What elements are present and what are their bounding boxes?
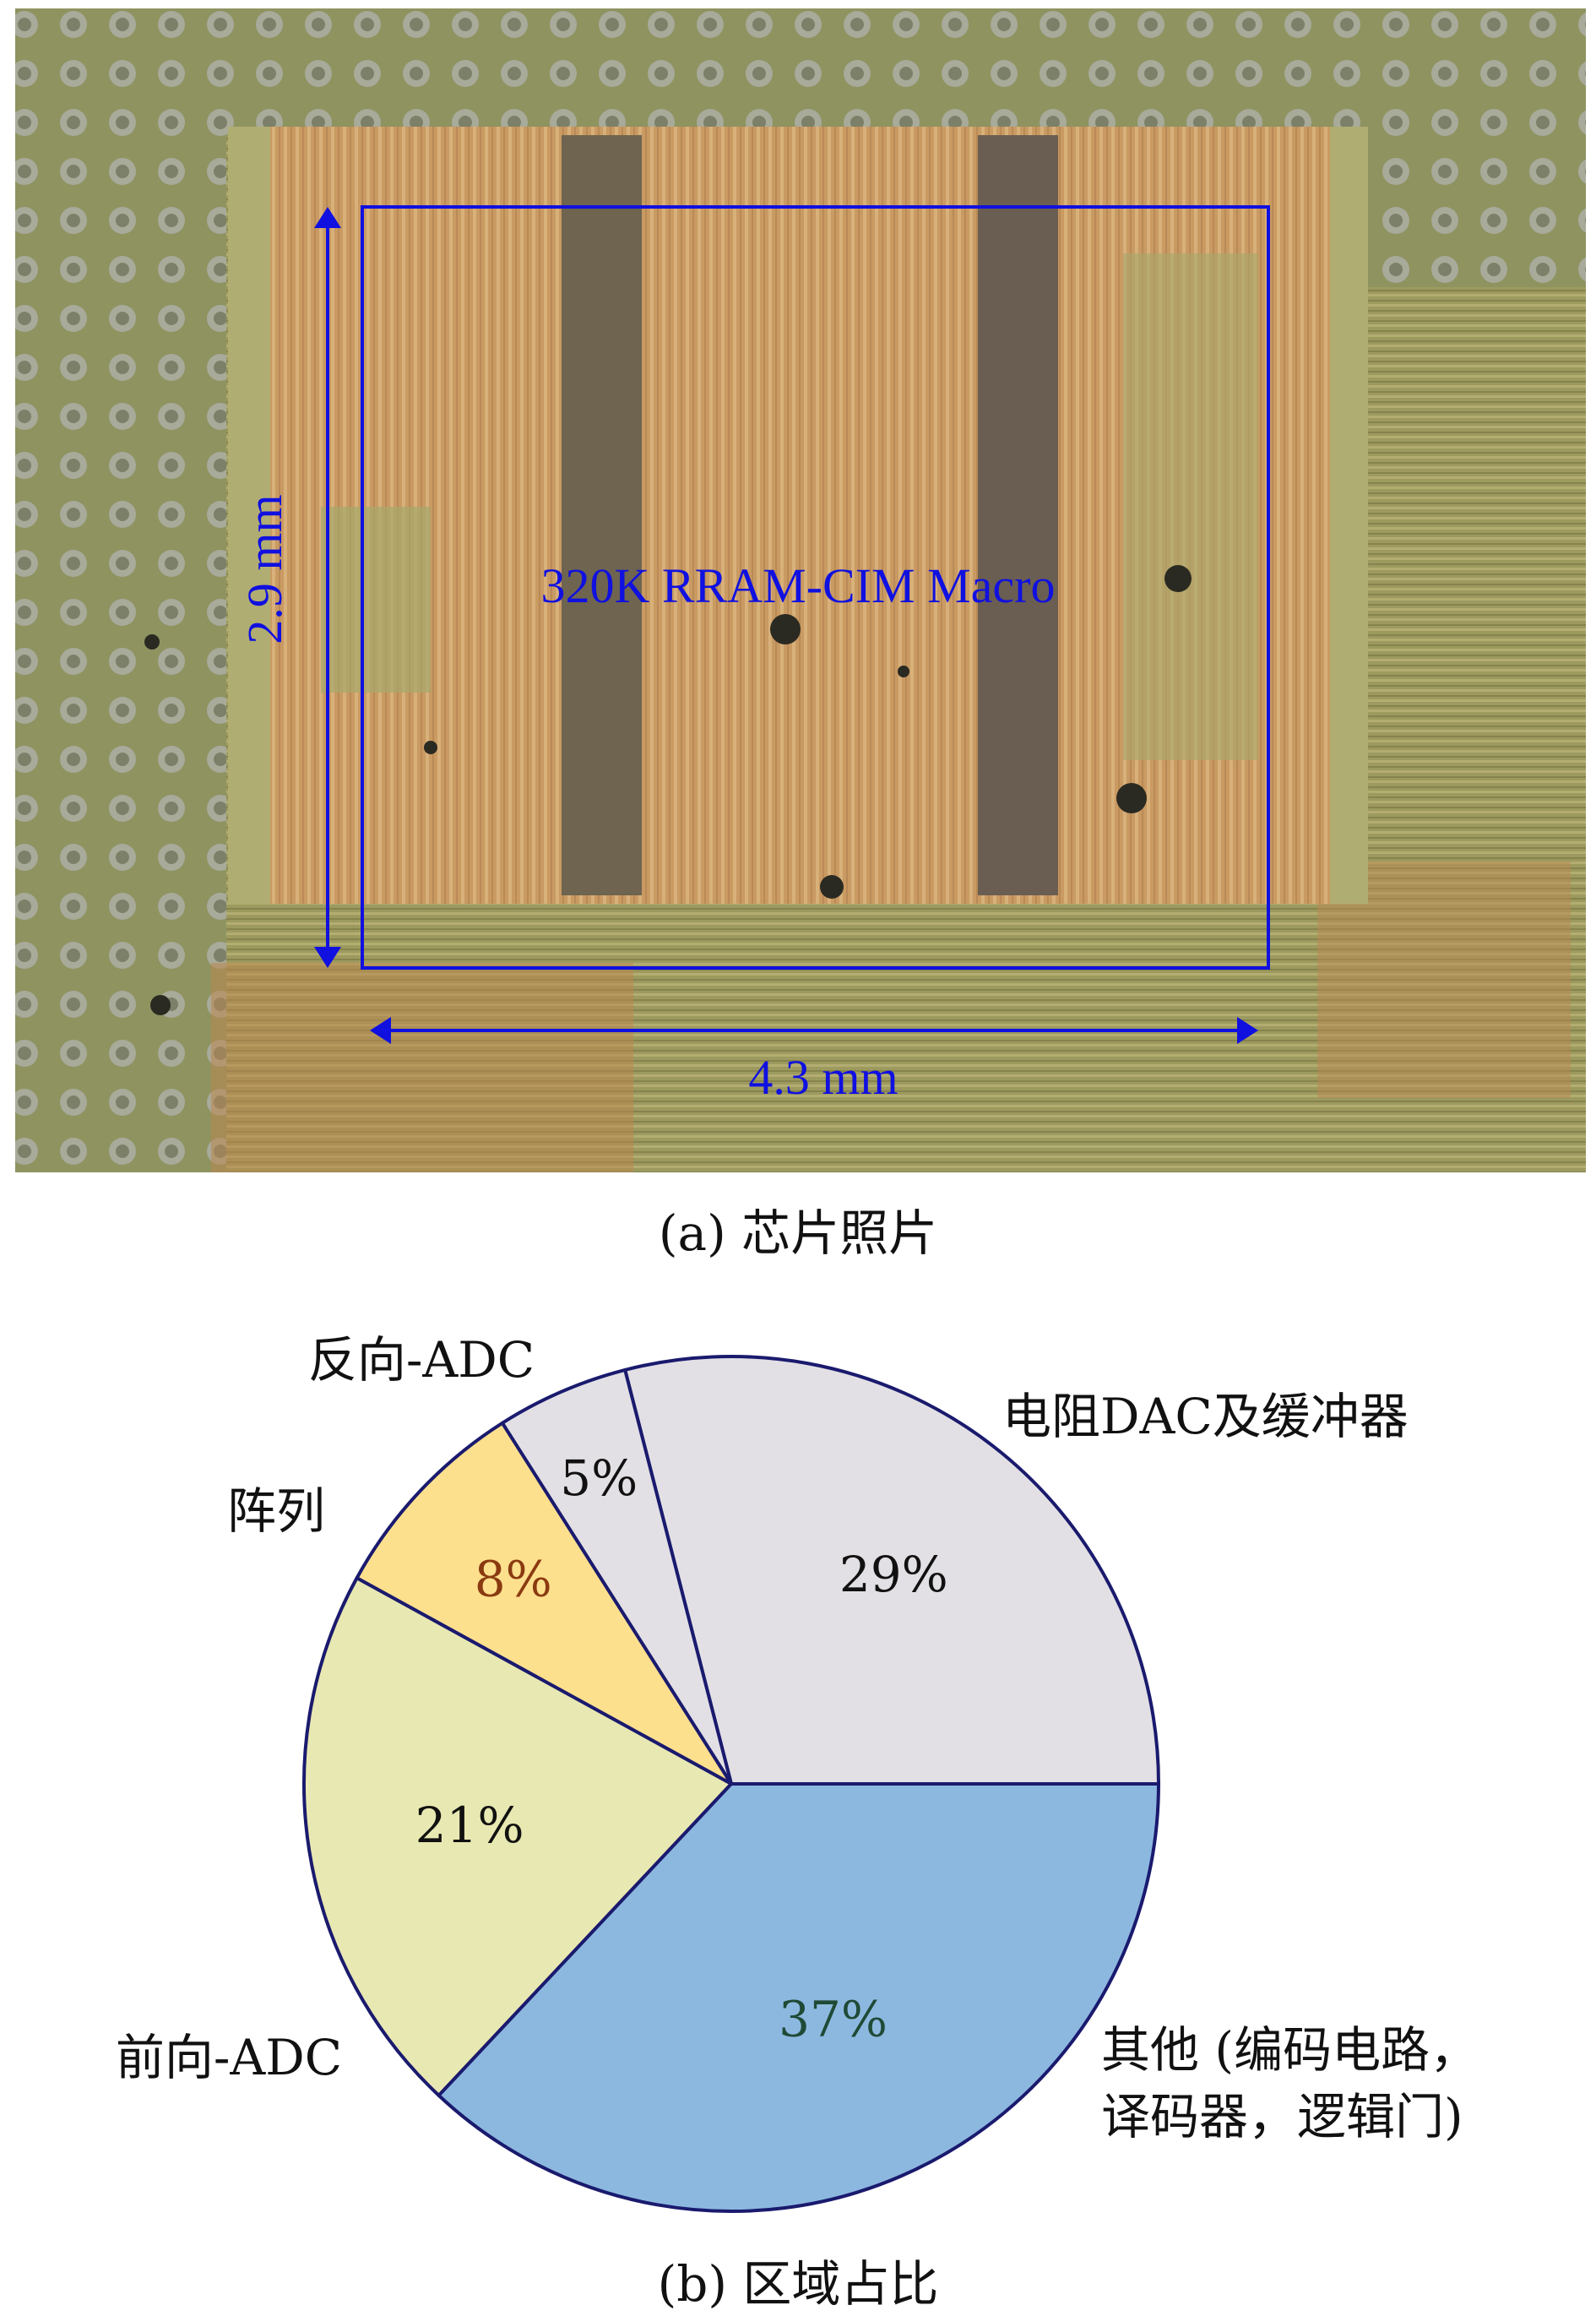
- dark-column-left: [562, 135, 642, 895]
- pie-slice: [500, 1367, 733, 1786]
- pie-slice: [302, 1576, 733, 2097]
- height-label: 2.9 mm: [237, 494, 292, 644]
- dark-column-right: [978, 135, 1058, 895]
- pad-column-left: [15, 8, 226, 1172]
- label-resistor-dac: 电阻DAC及缓冲器: [1002, 1388, 1409, 1445]
- pie-slice: [437, 1782, 1160, 2213]
- pie-slice-value-label: 5%: [560, 1449, 638, 1507]
- caption-b: (b) 区域占比: [658, 2255, 939, 2313]
- label-other-line2: 译码器，逻辑门): [1101, 2088, 1463, 2145]
- particle-spots: [144, 565, 1192, 1015]
- pie-slice: [355, 1421, 733, 1786]
- macro-bounding-box: [361, 205, 1270, 970]
- height-dimension-arrow: [314, 207, 341, 968]
- pie-slice-value-label: 21%: [415, 1797, 524, 1854]
- routing-block: [211, 963, 633, 1172]
- label-other-line1: 其他 (编码电路，: [1101, 2021, 1479, 2079]
- pie-slice-value-label: 8%: [475, 1551, 552, 1608]
- width-dimension-arrow: [370, 1017, 1258, 1044]
- pad-row-top: [15, 8, 1586, 135]
- pie-slice-value-label: 37%: [779, 1991, 888, 2048]
- macro-label: 320K RRAM-CIM Macro: [541, 558, 1056, 613]
- logic-block: [1123, 253, 1258, 760]
- caption-a: (a) 芯片照片: [659, 1204, 937, 1262]
- label-forward-adc: 前向-ADC: [116, 2029, 342, 2086]
- pie-slice-value-label: 29%: [839, 1546, 948, 1603]
- guard-ring: [228, 127, 270, 904]
- label-reverse-adc: 反向-ADC: [308, 1331, 535, 1389]
- pad-block-right: [1368, 8, 1586, 287]
- width-label: 4.3 mm: [748, 1050, 898, 1105]
- pie-slice: [623, 1355, 1160, 1786]
- logic-block: [321, 507, 431, 693]
- pie-chart: 29% 5%8% 21% 37%: [302, 1355, 1160, 2213]
- guard-ring: [1330, 127, 1368, 904]
- chip-photo: 320K RRAM-CIM Macro 4.3 mm 2.9 mm: [15, 8, 1586, 1172]
- label-array: 阵列: [227, 1482, 325, 1540]
